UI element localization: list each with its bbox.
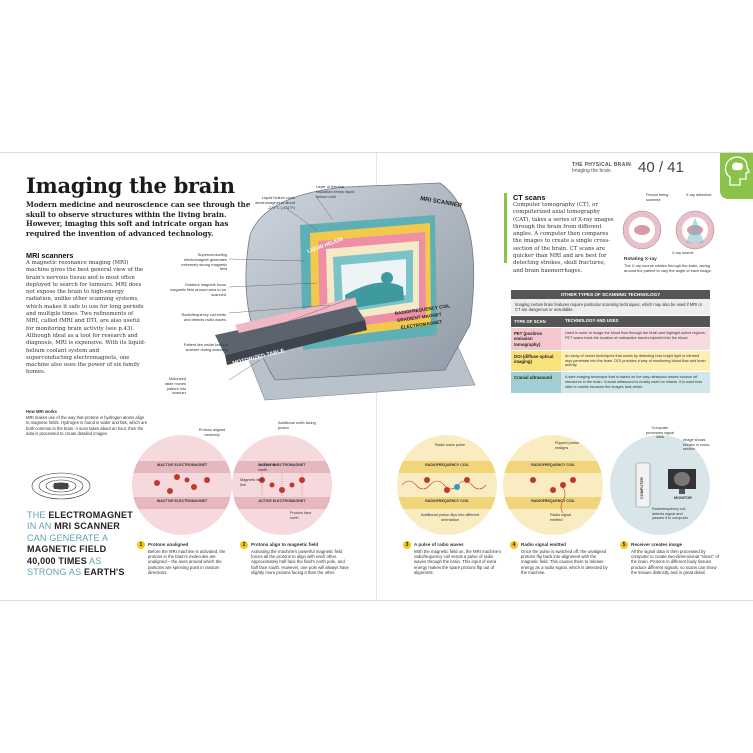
head-brain-icon [724, 156, 750, 186]
ct-heading: CT scans [513, 193, 546, 202]
active-electromagnet-label-bottom: ACTIVE ELECTROMAGNET [258, 499, 306, 503]
ct-diagram [622, 210, 715, 250]
callout-gradient: Gradient magnets focus magnetic field ar… [170, 282, 226, 297]
image-shows-label: Image shows tissues in cross-section [683, 438, 711, 452]
protons-south-label: Protons face south [258, 463, 280, 472]
scan-types-table: OTHER TYPES OF SCANNING TECHNOLOGY Imagi… [511, 290, 710, 393]
table-description: Imaging certain brain features require p… [511, 299, 710, 315]
proton-flips-label: Additional proton flips into different o… [420, 513, 480, 522]
step3-diagram: RADIOFREQUENCY COIL RADIOFREQUENCY COIL [397, 435, 497, 535]
rotating-text: The X-ray source rotates through the bra… [624, 263, 712, 273]
step2-diagram: ACTIVE ELECTROMAGNET ACTIVE ELECTROMAGNE… [232, 435, 332, 535]
inactive-electromagnet-label-bottom: INACTIVE ELECTROMAGNET [156, 499, 208, 503]
mri-scanner-illustration: MRI SCANNER LIQUID HELIUM RADIOFREQUENCY… [215, 182, 476, 401]
callout-rf: Radiofrequency coil emits and detects ra… [181, 312, 226, 322]
ct-detection-label: X-ray detection [686, 193, 712, 197]
callout-superconducting: Superconducting electromagnet generates … [181, 252, 227, 272]
callout-helium-coils: Liquid helium cools electromagnet to abo… [255, 195, 295, 210]
ct-accent-bar [504, 193, 507, 263]
ct-person-label: Person being scanned [646, 193, 669, 202]
mri-text: A magnetic resonance imaging (MRI) machi… [26, 260, 146, 376]
fact-callout: THE ELECTROMAGNET IN AN MRI SCANNER CAN … [27, 510, 133, 578]
magnetic-field-icon [31, 472, 91, 500]
computer-label: COMPUTER [640, 477, 644, 499]
intro-text: Modern medicine and neuroscience can see… [26, 200, 251, 238]
how-mri-works-heading: How MRI works [26, 409, 57, 414]
additional-north-label: Additional north-facing proton [278, 421, 316, 430]
rf-detects-label: Radiofrequency coil detects signal and p… [652, 507, 689, 521]
page-numbers: 40 / 41 [638, 159, 684, 176]
callout-thermal: Layer of thermal insulation keeps liquid… [316, 184, 355, 199]
step5-diagram: COMPUTER MONITOR [610, 435, 710, 535]
rotating-heading: Rotating X-ray [624, 257, 657, 262]
radio-signal-label: Radio signal emitted [550, 513, 571, 522]
gradient-label: GRADIENT MAGNET [396, 312, 442, 323]
table-row: DOI (diffuse optical imaging) An array o… [511, 349, 710, 372]
section-tab [720, 153, 753, 199]
table-row: PET (positron emission tomography) Used … [511, 327, 710, 350]
inactive-electromagnet-label-top: INACTIVE ELECTROMAGNET [156, 463, 208, 467]
field-line-label: Magnetic field line [240, 478, 264, 487]
flipped-realigns-label: Flipped proton realigns [555, 441, 580, 450]
radio-wave-pulse-label: Radio wave pulse [435, 443, 465, 447]
rf-coil-label-bottom-2: RADIOFREQUENCY COIL [531, 499, 575, 503]
protons-north-label: Protons face north [290, 511, 312, 520]
callout-table: Motorized table moves patient into scann… [165, 376, 186, 396]
mri-heading: MRI scanners [26, 251, 74, 260]
callout-patient: Patient lies inside body of scanner duri… [183, 342, 228, 352]
ct-source-label: X-ray source [672, 251, 694, 255]
computer-processes-label: Computer processes signal data [645, 426, 675, 440]
ct-text: Computer tomography (CT), or computerize… [513, 202, 614, 274]
rf-coil-label-bottom: RADIOFREQUENCY COIL [425, 499, 469, 503]
step4-diagram: RADIOFREQUENCY COIL RADIOFREQUENCY COIL [503, 435, 603, 535]
monitor-label: MONITOR [674, 496, 692, 500]
table-header-row: TYPE OF SCAN TECHNOLOGY AND USES [511, 315, 710, 328]
rf-coil-label-top: RADIOFREQUENCY COIL [425, 463, 469, 467]
section-header: THE PHYSICAL BRAIN Imaging the brain [572, 162, 632, 174]
table-title: OTHER TYPES OF SCANNING TECHNOLOGY [511, 290, 710, 299]
electromagnet-label: ELECTROMAGNET [400, 319, 442, 330]
how-mri-works-text: MRI makes use of the way that protons in… [26, 415, 148, 436]
aligned-randomly-label: Protons aligned randomly [198, 428, 226, 437]
active-electromagnet-label-top: ACTIVE ELECTROMAGNET [258, 463, 306, 467]
table-row: Cranial ultrasound A safe imaging techni… [511, 371, 710, 393]
rf-coil-label-top-2: RADIOFREQUENCY COIL [531, 463, 575, 467]
page-title: Imaging the brain [26, 173, 235, 198]
book-spread: Imaging the brain Modern medicine and ne… [0, 152, 753, 602]
step1-diagram: INACTIVE ELECTROMAGNET INACTIVE ELECTROM… [132, 435, 232, 535]
